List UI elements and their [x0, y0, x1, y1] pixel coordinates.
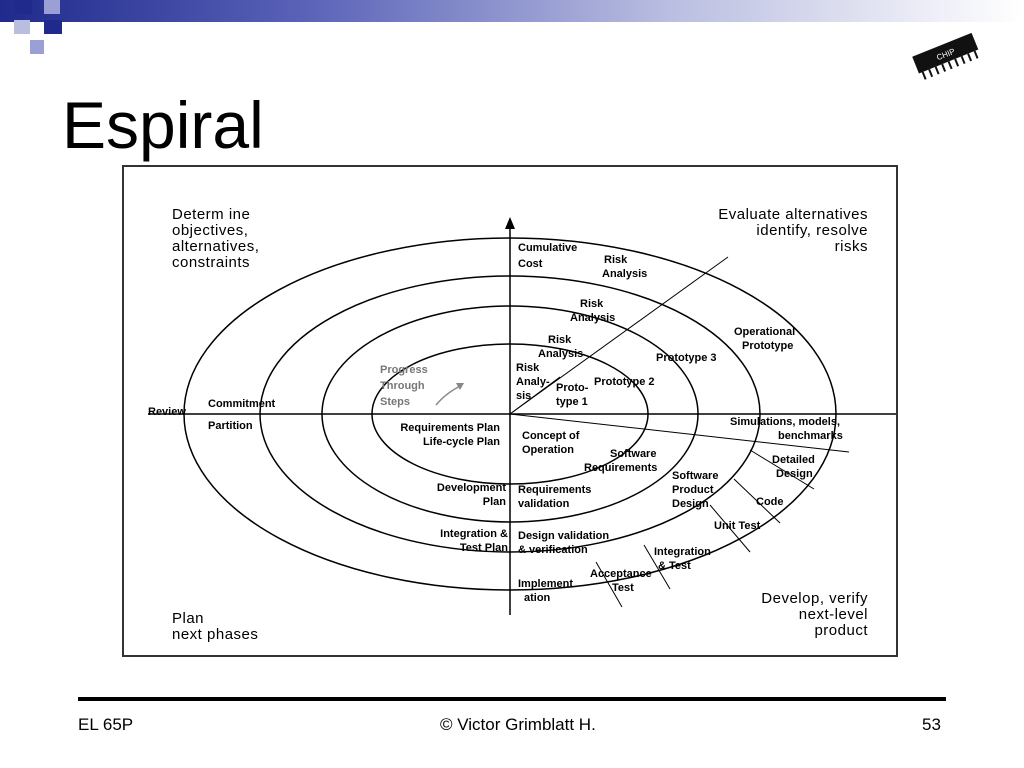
detailed-design-line2: Design — [776, 468, 813, 480]
review-label: Review — [148, 406, 186, 418]
corner-square-dark-2 — [44, 20, 62, 34]
cumulative-cost-line1: Cumulative — [518, 242, 577, 254]
quadrant-bottom-right-line1: Develop, verify — [761, 590, 868, 607]
risk-analysis-1-line3: sis — [516, 390, 531, 402]
corner-square-dark-1 — [14, 0, 32, 14]
prototype-3-label: Prototype 3 — [656, 352, 717, 364]
risk-analysis-outer-line1: Risk — [604, 254, 628, 266]
risk-analysis-outer-line2: Analysis — [602, 268, 647, 280]
requirements-validation-line1: Requirements — [518, 484, 591, 496]
prototype-1-line2: type 1 — [556, 396, 588, 408]
requirements-plan-line1: Requirements Plan — [400, 422, 500, 434]
risk-analysis-1-line2: Analy- — [516, 376, 550, 388]
footer-divider — [78, 697, 946, 701]
progress-line3: Steps — [380, 396, 410, 408]
simulations-line2: benchmarks — [778, 430, 843, 442]
progress-line2: Through — [380, 380, 425, 392]
quadrant-bottom-left-line1: Plan — [172, 610, 204, 627]
risk-divider — [509, 256, 729, 415]
integration-test-line1: Integration — [654, 546, 711, 558]
software-product-design-line1: Software — [672, 470, 718, 482]
operational-prototype-line2: Prototype — [742, 340, 793, 352]
quadrant-bottom-right-line2: next-level — [799, 606, 868, 623]
prototype-2-label: Prototype 2 — [594, 376, 655, 388]
cumulative-cost-arrow — [505, 217, 515, 229]
acceptance-test-line2: Test — [612, 582, 634, 594]
requirements-plan-line2: Life-cycle Plan — [423, 436, 500, 448]
concept-of-operation-line1: Concept of — [522, 430, 580, 442]
quadrant-top-left-line3: alternatives, — [172, 238, 259, 255]
integration-test-line2: & Test — [658, 560, 691, 572]
implementation-line1: Implement — [518, 578, 573, 590]
top-gradient-band — [0, 0, 1024, 22]
quadrant-bottom-right-line3: product — [814, 622, 868, 639]
integration-test-plan-line1: Integration & — [440, 528, 508, 540]
footer-copyright: © Victor Grimblatt H. — [440, 715, 596, 734]
ic-chip-icon: CHIP — [908, 30, 984, 85]
risk-analysis-2-line1: Risk — [548, 334, 572, 346]
concept-of-operation-line2: Operation — [522, 444, 574, 456]
cumulative-cost-line2: Cost — [518, 258, 543, 270]
quadrant-top-right-line1: Evaluate alternatives — [718, 206, 868, 223]
design-validation-line2: & verification — [518, 544, 588, 556]
quadrant-top-right-line2: identify, resolve — [756, 222, 868, 239]
corner-square-light-1 — [44, 0, 60, 14]
development-plan-line2: Plan — [483, 496, 507, 508]
quadrant-top-left-line2: objectives, — [172, 222, 248, 239]
requirements-validation-line2: validation — [518, 498, 570, 510]
implementation-line2: ation — [524, 592, 551, 604]
software-product-design-line2: Product — [672, 484, 714, 496]
risk-analysis-2-line2: Analysis — [538, 348, 583, 360]
risk-analysis-3-line1: Risk — [580, 298, 604, 310]
simulations-line1: Simulations, models, — [730, 416, 840, 428]
software-requirements-line1: Software — [610, 448, 656, 460]
quadrant-bottom-left-line2: next phases — [172, 626, 258, 643]
integration-test-plan-line2: Test Plan — [460, 542, 508, 554]
footer-course-code: EL 65P — [78, 715, 134, 734]
acceptance-test-line1: Acceptance — [590, 568, 652, 580]
footer-slide-number: 53 — [922, 715, 941, 734]
slide-title: Espiral — [62, 88, 264, 162]
risk-analysis-1-line1: Risk — [516, 362, 540, 374]
operational-prototype-line1: Operational — [734, 326, 795, 338]
commitment-label: Commitment — [208, 398, 276, 410]
quadrant-top-right-line3: risks — [835, 238, 868, 255]
quadrant-top-left-line4: constraints — [172, 254, 250, 271]
progress-line1: Progress — [380, 364, 428, 376]
spiral-model-diagram: Determ ine objectives, alternatives, con… — [122, 165, 898, 657]
partition-label: Partition — [208, 420, 253, 432]
unit-test-label: Unit Test — [714, 520, 761, 532]
code-label: Code — [756, 496, 784, 508]
design-validation-line1: Design validation — [518, 530, 609, 542]
software-product-design-line3: Design — [672, 498, 709, 510]
corner-square-light-3 — [30, 40, 44, 54]
detailed-design-line1: Detailed — [772, 454, 815, 466]
development-plan-line1: Development — [437, 482, 506, 494]
prototype-1-line1: Proto- — [556, 382, 589, 394]
quadrant-top-left-line1: Determ ine — [172, 206, 250, 223]
corner-square-light-2 — [14, 20, 30, 34]
software-requirements-line2: Requirements — [584, 462, 657, 474]
risk-analysis-3-line2: Analysis — [570, 312, 615, 324]
